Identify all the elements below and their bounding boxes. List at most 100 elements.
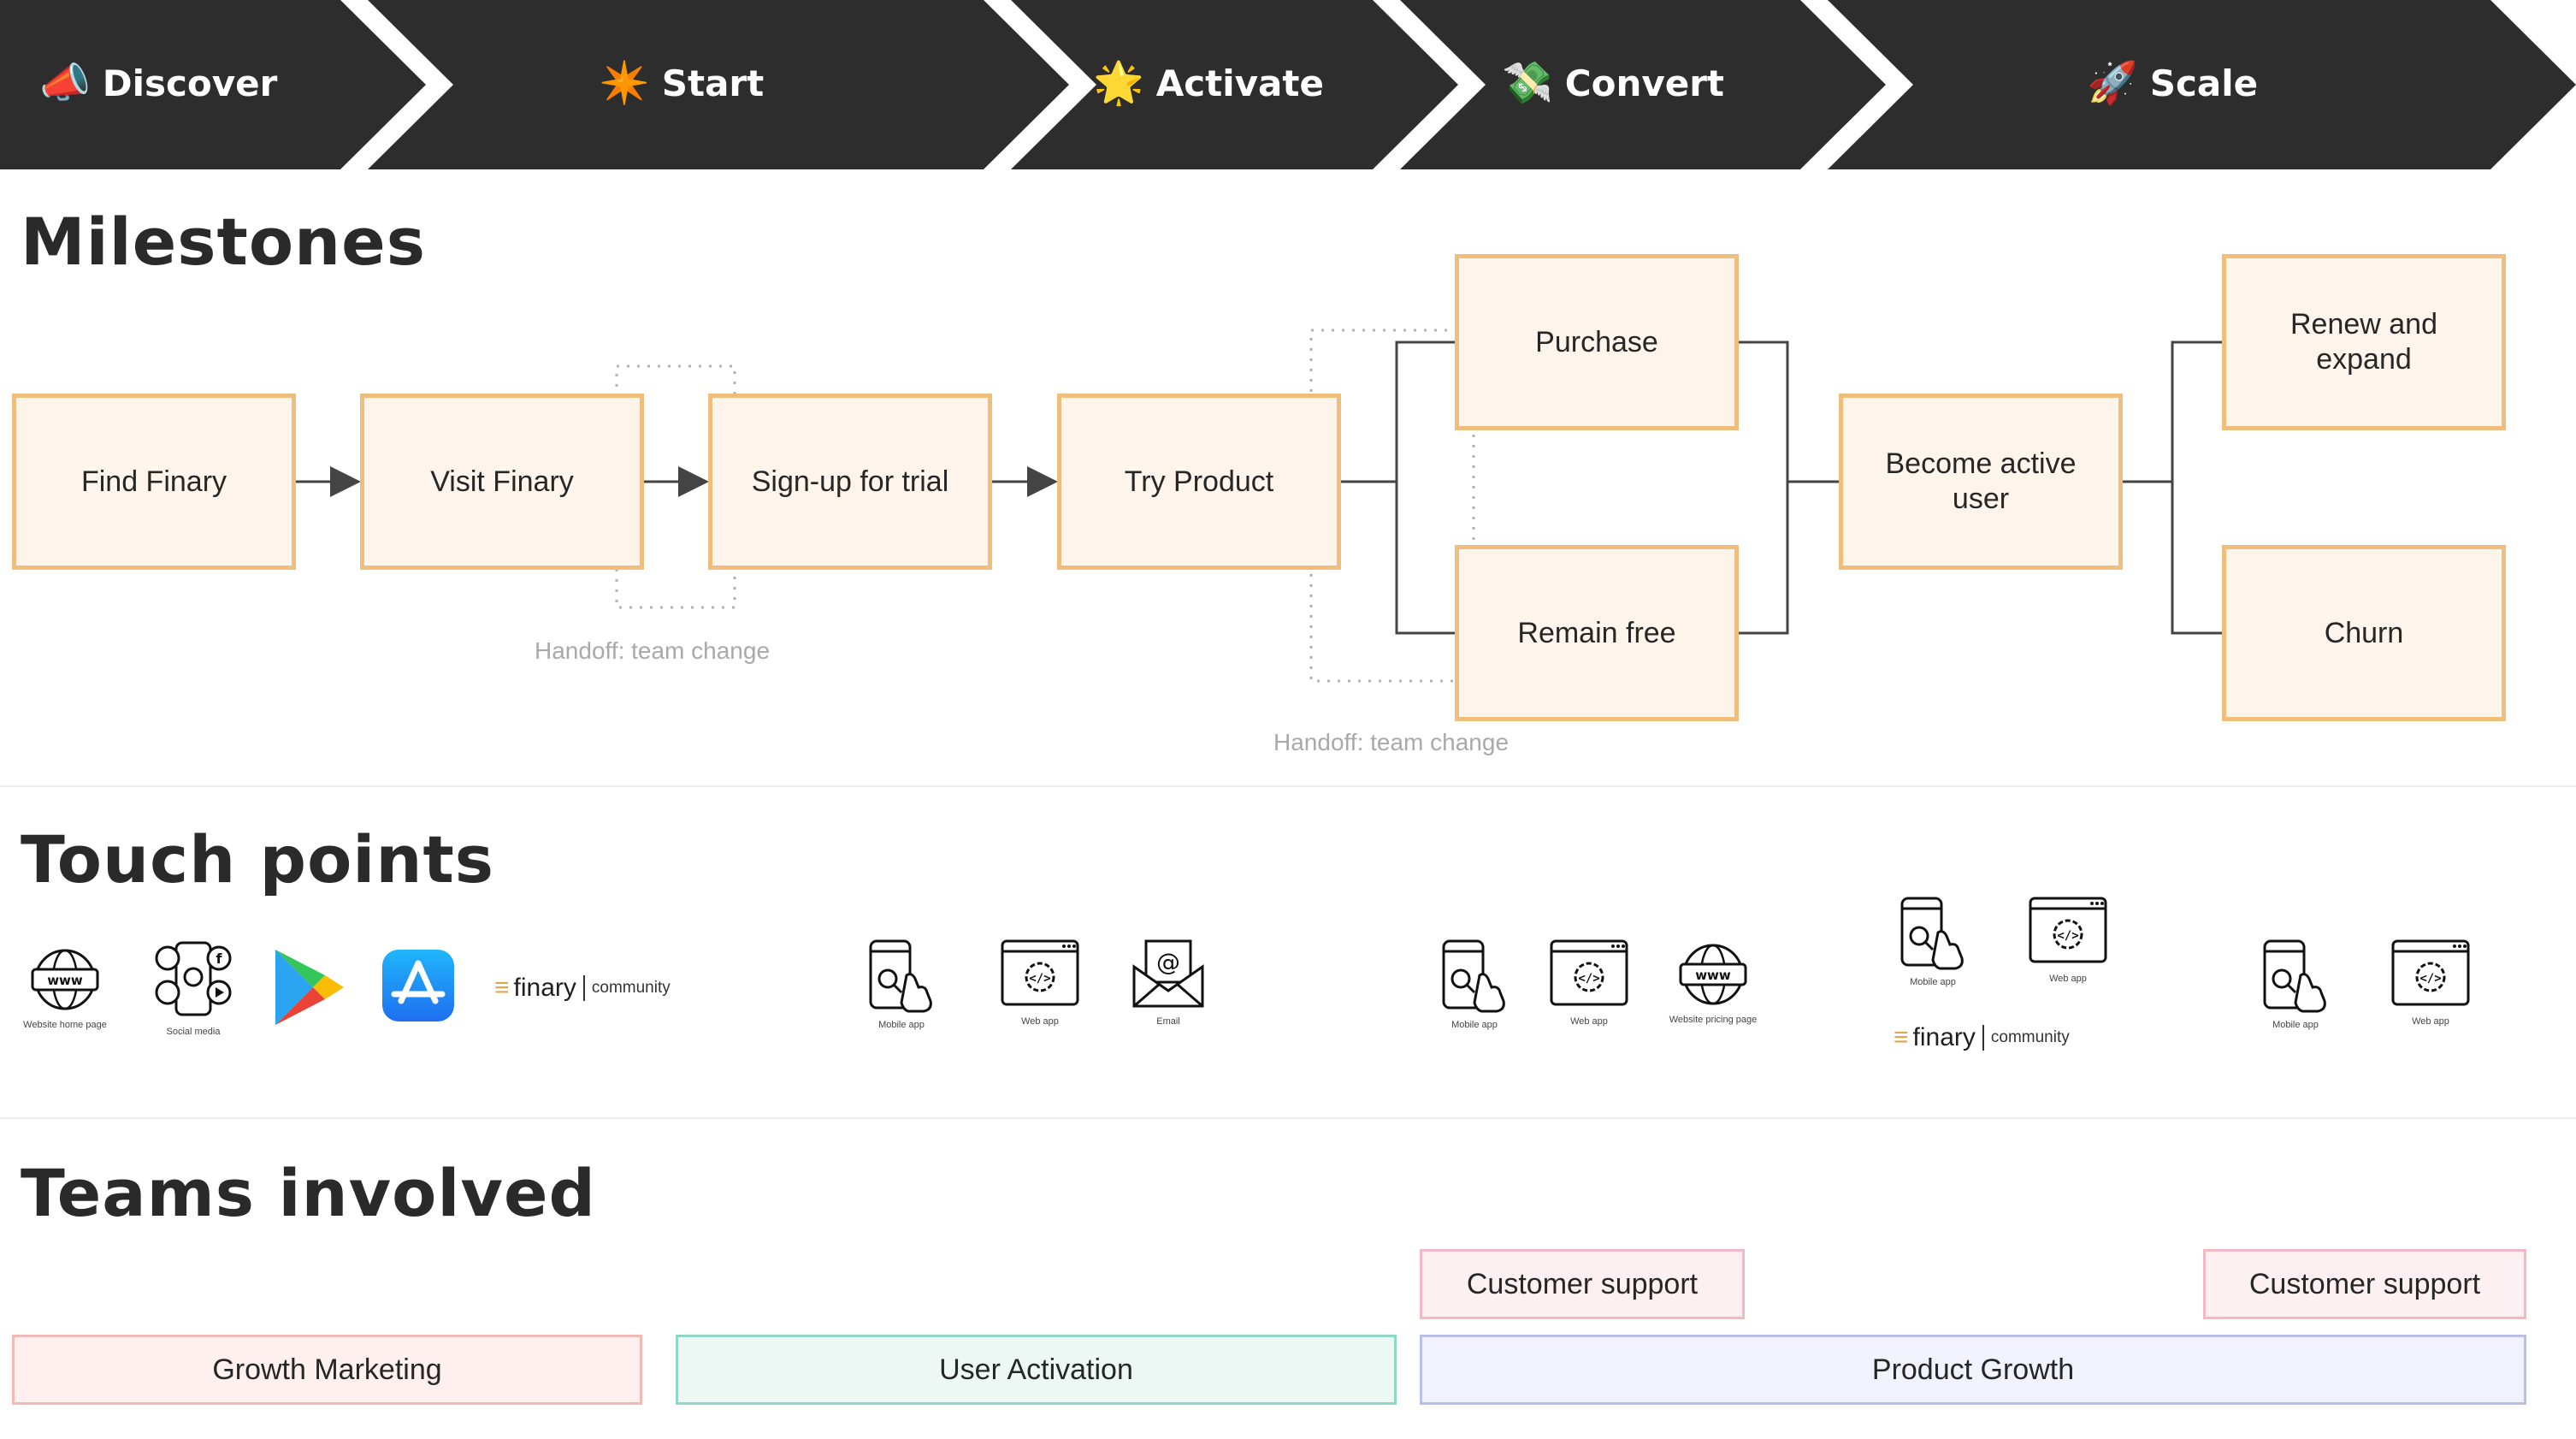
stage-chevron-start — [368, 0, 1069, 169]
touch-point-app-store[interactable] — [382, 950, 454, 1022]
svg-text:</>: </> — [2419, 972, 2441, 986]
touch-point-caption: Web app — [2049, 974, 2087, 984]
milestone-remain-free[interactable]: Remain free — [1455, 545, 1739, 721]
stage-convert[interactable]: 💸 Convert — [1502, 51, 1724, 115]
touch-point-caption: Web app — [1021, 1016, 1059, 1027]
milestone-churn[interactable]: Churn — [2222, 545, 2506, 721]
touch-point-caption: Web app — [1570, 1016, 1608, 1027]
rocket-icon: 🚀 — [2087, 59, 2138, 107]
team-label: Customer support — [1466, 1267, 1699, 1300]
touch-point-caption: Mobile app — [2272, 1020, 2319, 1030]
svg-text:www: www — [1695, 968, 1731, 983]
team-label: Customer support — [2248, 1267, 2481, 1300]
stage-label-discover: Discover — [102, 62, 278, 104]
finary-mark-icon: ≡ — [494, 974, 509, 1002]
svg-text:</>: </> — [2057, 929, 2078, 943]
stage-label-start: Start — [661, 62, 765, 104]
milestone-renew-and-expand[interactable]: Renew and expand — [2222, 254, 2506, 430]
finary-community-label: community — [1990, 1028, 2070, 1046]
svg-text:</>: </> — [1029, 972, 1050, 986]
stage-chevron-activate — [1011, 0, 1458, 169]
stage-scale[interactable]: 🚀 Scale — [2087, 51, 2258, 115]
branch-active-outcomes — [2171, 341, 2224, 635]
email-icon: @ — [1132, 939, 1204, 1008]
team-label: Growth Marketing — [212, 1353, 442, 1386]
web-app-icon: </> — [1550, 939, 1628, 1006]
touch-point-caption: Social media — [166, 1027, 221, 1037]
svg-text:www: www — [47, 973, 83, 988]
milestone-label: Remain free — [1517, 616, 1676, 649]
svg-text:</>: </> — [1578, 972, 1599, 986]
milestone-label: Sign-up for trial — [751, 465, 949, 498]
touch-point-caption: Website home page — [23, 1020, 107, 1030]
touch-point-mobile-app[interactable]: Mobile app — [866, 938, 937, 1030]
milestone-label: Churn — [2324, 616, 2404, 649]
touch-point-website-pricing[interactable]: www Website pricing page — [1657, 941, 1769, 1025]
svg-text:@: @ — [1156, 948, 1180, 976]
stage-discover[interactable]: 📣 Discover — [39, 51, 277, 115]
team-growth-marketing[interactable]: Growth Marketing — [12, 1335, 642, 1405]
website-globe-icon: www — [1679, 944, 1747, 1005]
social-media-icon: f — [155, 941, 232, 1016]
stage-banner — [0, 0, 2576, 169]
section-title-touch-points: Touch points — [21, 821, 495, 897]
stage-label-activate: Activate — [1155, 62, 1324, 104]
touch-point-caption: Mobile app — [1451, 1020, 1498, 1030]
website-globe-icon: www — [31, 949, 99, 1010]
stage-activate[interactable]: 🌟 Activate — [1093, 51, 1324, 115]
milestone-try-product[interactable]: Try Product — [1057, 394, 1341, 570]
touch-point-web-app[interactable]: </> Web app — [2390, 938, 2472, 1027]
section-title-teams: Teams involved — [21, 1155, 596, 1231]
team-user-activation[interactable]: User Activation — [676, 1335, 1397, 1405]
finary-community-logo[interactable]: ≡ finary community — [1894, 1023, 2070, 1052]
glowing-star-icon: 🌟 — [1093, 59, 1144, 107]
milestone-label: Become active user — [1885, 447, 2077, 515]
team-label: Product Growth — [1871, 1353, 2075, 1386]
milestone-sign-up[interactable]: Sign-up for trial — [708, 394, 992, 570]
touch-point-caption: Email — [1156, 1016, 1180, 1027]
team-customer-support[interactable]: Customer support — [2203, 1249, 2526, 1319]
finary-community-logo[interactable]: ≡ finary community — [494, 974, 671, 1003]
touch-point-web-app[interactable]: </> Web app — [2027, 895, 2109, 984]
web-app-icon: </> — [2391, 939, 2470, 1006]
milestone-label: Find Finary — [80, 465, 227, 498]
mobile-app-icon — [2263, 939, 2326, 1013]
mobile-app-icon — [1900, 897, 1964, 970]
touch-point-google-play[interactable] — [270, 946, 347, 1028]
team-label: User Activation — [939, 1353, 1133, 1386]
touch-point-caption: Mobile app — [1910, 977, 1956, 987]
branch-try-purchase — [1395, 341, 1455, 635]
section-title-milestones: Milestones — [21, 204, 426, 280]
touch-point-caption: Mobile app — [878, 1020, 925, 1030]
finary-wordmark: finary — [1912, 1023, 1976, 1051]
money-with-wings-icon: 💸 — [1502, 59, 1553, 107]
touch-point-web-app[interactable]: </> Web app — [1548, 938, 1630, 1027]
touch-point-web-app[interactable]: </> Web app — [997, 938, 1083, 1027]
svg-text:f: f — [216, 950, 223, 967]
merge-to-active — [1738, 341, 1789, 635]
handoff-label-1: Handoff: team change — [535, 637, 771, 664]
finary-divider — [1982, 1025, 1984, 1051]
team-product-growth[interactable]: Product Growth — [1420, 1335, 2526, 1405]
app-store-icon — [382, 950, 454, 1022]
mobile-app-icon — [1442, 939, 1505, 1013]
touch-point-email[interactable]: @ Email — [1131, 938, 1206, 1027]
section-divider — [0, 785, 2576, 787]
touch-point-mobile-app[interactable]: Mobile app — [1439, 938, 1510, 1030]
touch-point-mobile-app[interactable]: Mobile app — [1897, 895, 1969, 987]
touch-point-website-home[interactable]: www Website home page — [12, 946, 118, 1030]
megaphone-icon: 📣 — [39, 59, 91, 107]
finary-community-label: community — [591, 979, 671, 997]
touch-point-social-media[interactable]: f Social media — [140, 938, 246, 1037]
touch-point-mobile-app[interactable]: Mobile app — [2260, 938, 2331, 1030]
stage-label-convert: Convert — [1564, 62, 1724, 104]
milestone-visit-finary[interactable]: Visit Finary — [360, 394, 644, 570]
milestone-label: Visit Finary — [430, 465, 574, 498]
milestone-become-active-user[interactable]: Become active user — [1839, 394, 2123, 570]
touch-point-caption: Web app — [2412, 1016, 2449, 1027]
stage-start[interactable]: ✴️ Start — [599, 51, 764, 115]
team-customer-support[interactable]: Customer support — [1420, 1249, 1745, 1319]
finary-divider — [582, 975, 585, 1001]
milestone-purchase[interactable]: Purchase — [1455, 254, 1739, 430]
milestone-find-finary[interactable]: Find Finary — [12, 394, 296, 570]
